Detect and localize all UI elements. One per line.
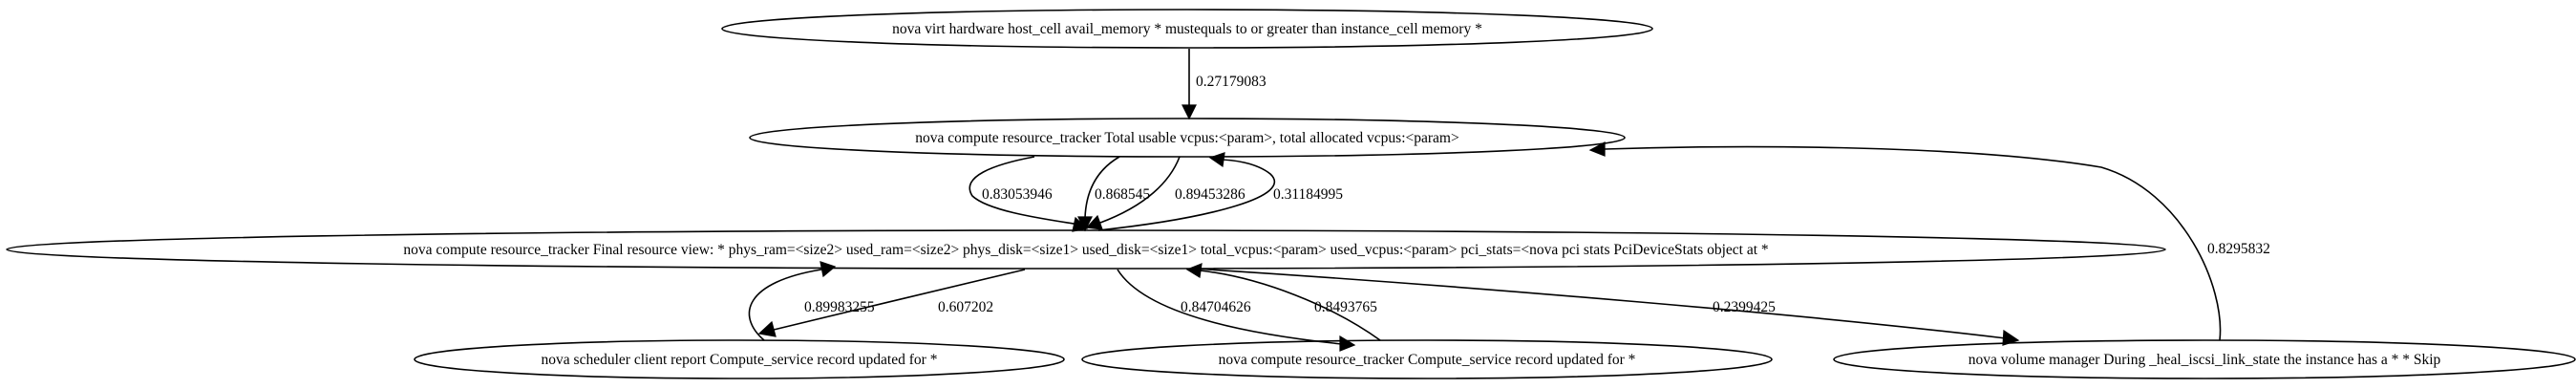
edge-total-vcpus-to-final-2: 0.868545 bbox=[1077, 156, 1150, 232]
node-total-usable-vcpus: nova compute resource_tracker Total usab… bbox=[749, 118, 1626, 158]
node-label: nova virt hardware host_cell avail_memor… bbox=[892, 21, 1482, 37]
edge-final-to-scheduler-report: 0.607202 bbox=[757, 269, 1026, 337]
edge-label: 0.89983255 bbox=[804, 299, 875, 315]
edge-label: 0.89453286 bbox=[1175, 186, 1245, 203]
edge-final-to-volume-manager: 0.2399425 bbox=[1193, 268, 2020, 346]
edge-scheduler-report-to-final: 0.89983255 bbox=[748, 261, 875, 341]
edge-resource-tracker-service-to-final: 0.8493765 bbox=[1185, 263, 1381, 341]
edge-final-to-total-vcpus: 0.31184995 bbox=[1097, 152, 1343, 231]
edge-label: 0.84704626 bbox=[1181, 299, 1251, 315]
edge-label: 0.31184995 bbox=[1273, 186, 1343, 203]
edge-label: 0.868545 bbox=[1095, 186, 1150, 203]
node-label: nova compute resource_tracker Total usab… bbox=[915, 130, 1458, 146]
edge-label: 0.607202 bbox=[938, 299, 993, 315]
node-volume-manager-heal-iscsi: nova volume manager During _heal_iscsi_l… bbox=[1833, 339, 2576, 379]
edge-total-vcpus-to-final-1: 0.83053946 bbox=[969, 156, 1089, 232]
node-label: nova scheduler client report Compute_ser… bbox=[542, 352, 938, 368]
node-scheduler-report: nova scheduler client report Compute_ser… bbox=[414, 339, 1065, 379]
node-final-resource-view: nova compute resource_tracker Final reso… bbox=[6, 229, 2166, 270]
edge-label: 0.2399425 bbox=[1713, 299, 1776, 315]
edge-label: 0.8493765 bbox=[1314, 299, 1377, 315]
node-label: nova compute resource_tracker Final reso… bbox=[403, 242, 1769, 258]
node-label: nova volume manager During _heal_iscsi_l… bbox=[1969, 352, 2441, 368]
edge-host-cell-to-total-vcpus: 0.27179083 bbox=[1182, 49, 1267, 120]
edge-volume-manager-to-total-vcpus: 0.8295832 bbox=[1588, 141, 2270, 341]
node-host-cell-memory: nova virt hardware host_cell avail_memor… bbox=[721, 9, 1653, 49]
edge-total-vcpus-to-final-3: 0.89453286 bbox=[1085, 156, 1245, 230]
edge-label: 0.83053946 bbox=[982, 186, 1053, 203]
edge-final-to-resource-tracker-service: 0.84704626 bbox=[1117, 269, 1356, 352]
node-label: nova compute resource_tracker Compute_se… bbox=[1219, 352, 1636, 368]
edge-label: 0.8295832 bbox=[2207, 241, 2270, 257]
node-resource-tracker-compute-service: nova compute resource_tracker Compute_se… bbox=[1081, 339, 1773, 379]
edge-label: 0.27179083 bbox=[1196, 74, 1267, 90]
